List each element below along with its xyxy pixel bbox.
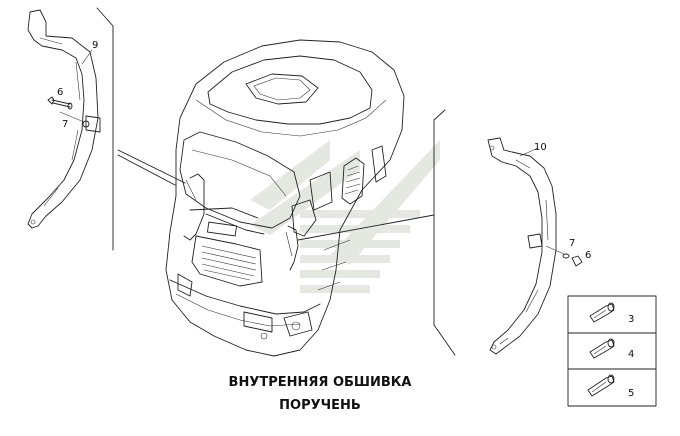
frame-guide-lines <box>96 7 456 356</box>
callout-7-left: 7 <box>62 119 68 130</box>
callout-4: 4 <box>628 349 634 360</box>
handrail-left <box>27 9 101 229</box>
callout-6-left: 6 <box>57 87 63 98</box>
bolt-3 <box>589 302 615 323</box>
callout-5: 5 <box>628 388 634 399</box>
caption-line-2: ПОРУЧЕНЬ <box>279 398 361 413</box>
bolt-4 <box>589 338 615 359</box>
callout-10: 10 <box>534 142 547 153</box>
fastener-left <box>47 96 90 128</box>
callout-6-right: 6 <box>585 250 591 261</box>
callout-7-right: 7 <box>569 238 575 249</box>
bolt-5 <box>587 374 615 397</box>
watermark-logo <box>250 140 440 293</box>
caption-line-1: ВНУТРЕННЯЯ ОБШИВКА <box>228 375 412 390</box>
handrail-right <box>487 137 557 355</box>
fastener-right <box>545 245 583 267</box>
callout-3: 3 <box>628 314 634 325</box>
parts-table <box>567 295 657 407</box>
truck-cab <box>165 39 405 357</box>
callout-9: 9 <box>92 40 98 51</box>
callout-leaders <box>81 49 539 157</box>
